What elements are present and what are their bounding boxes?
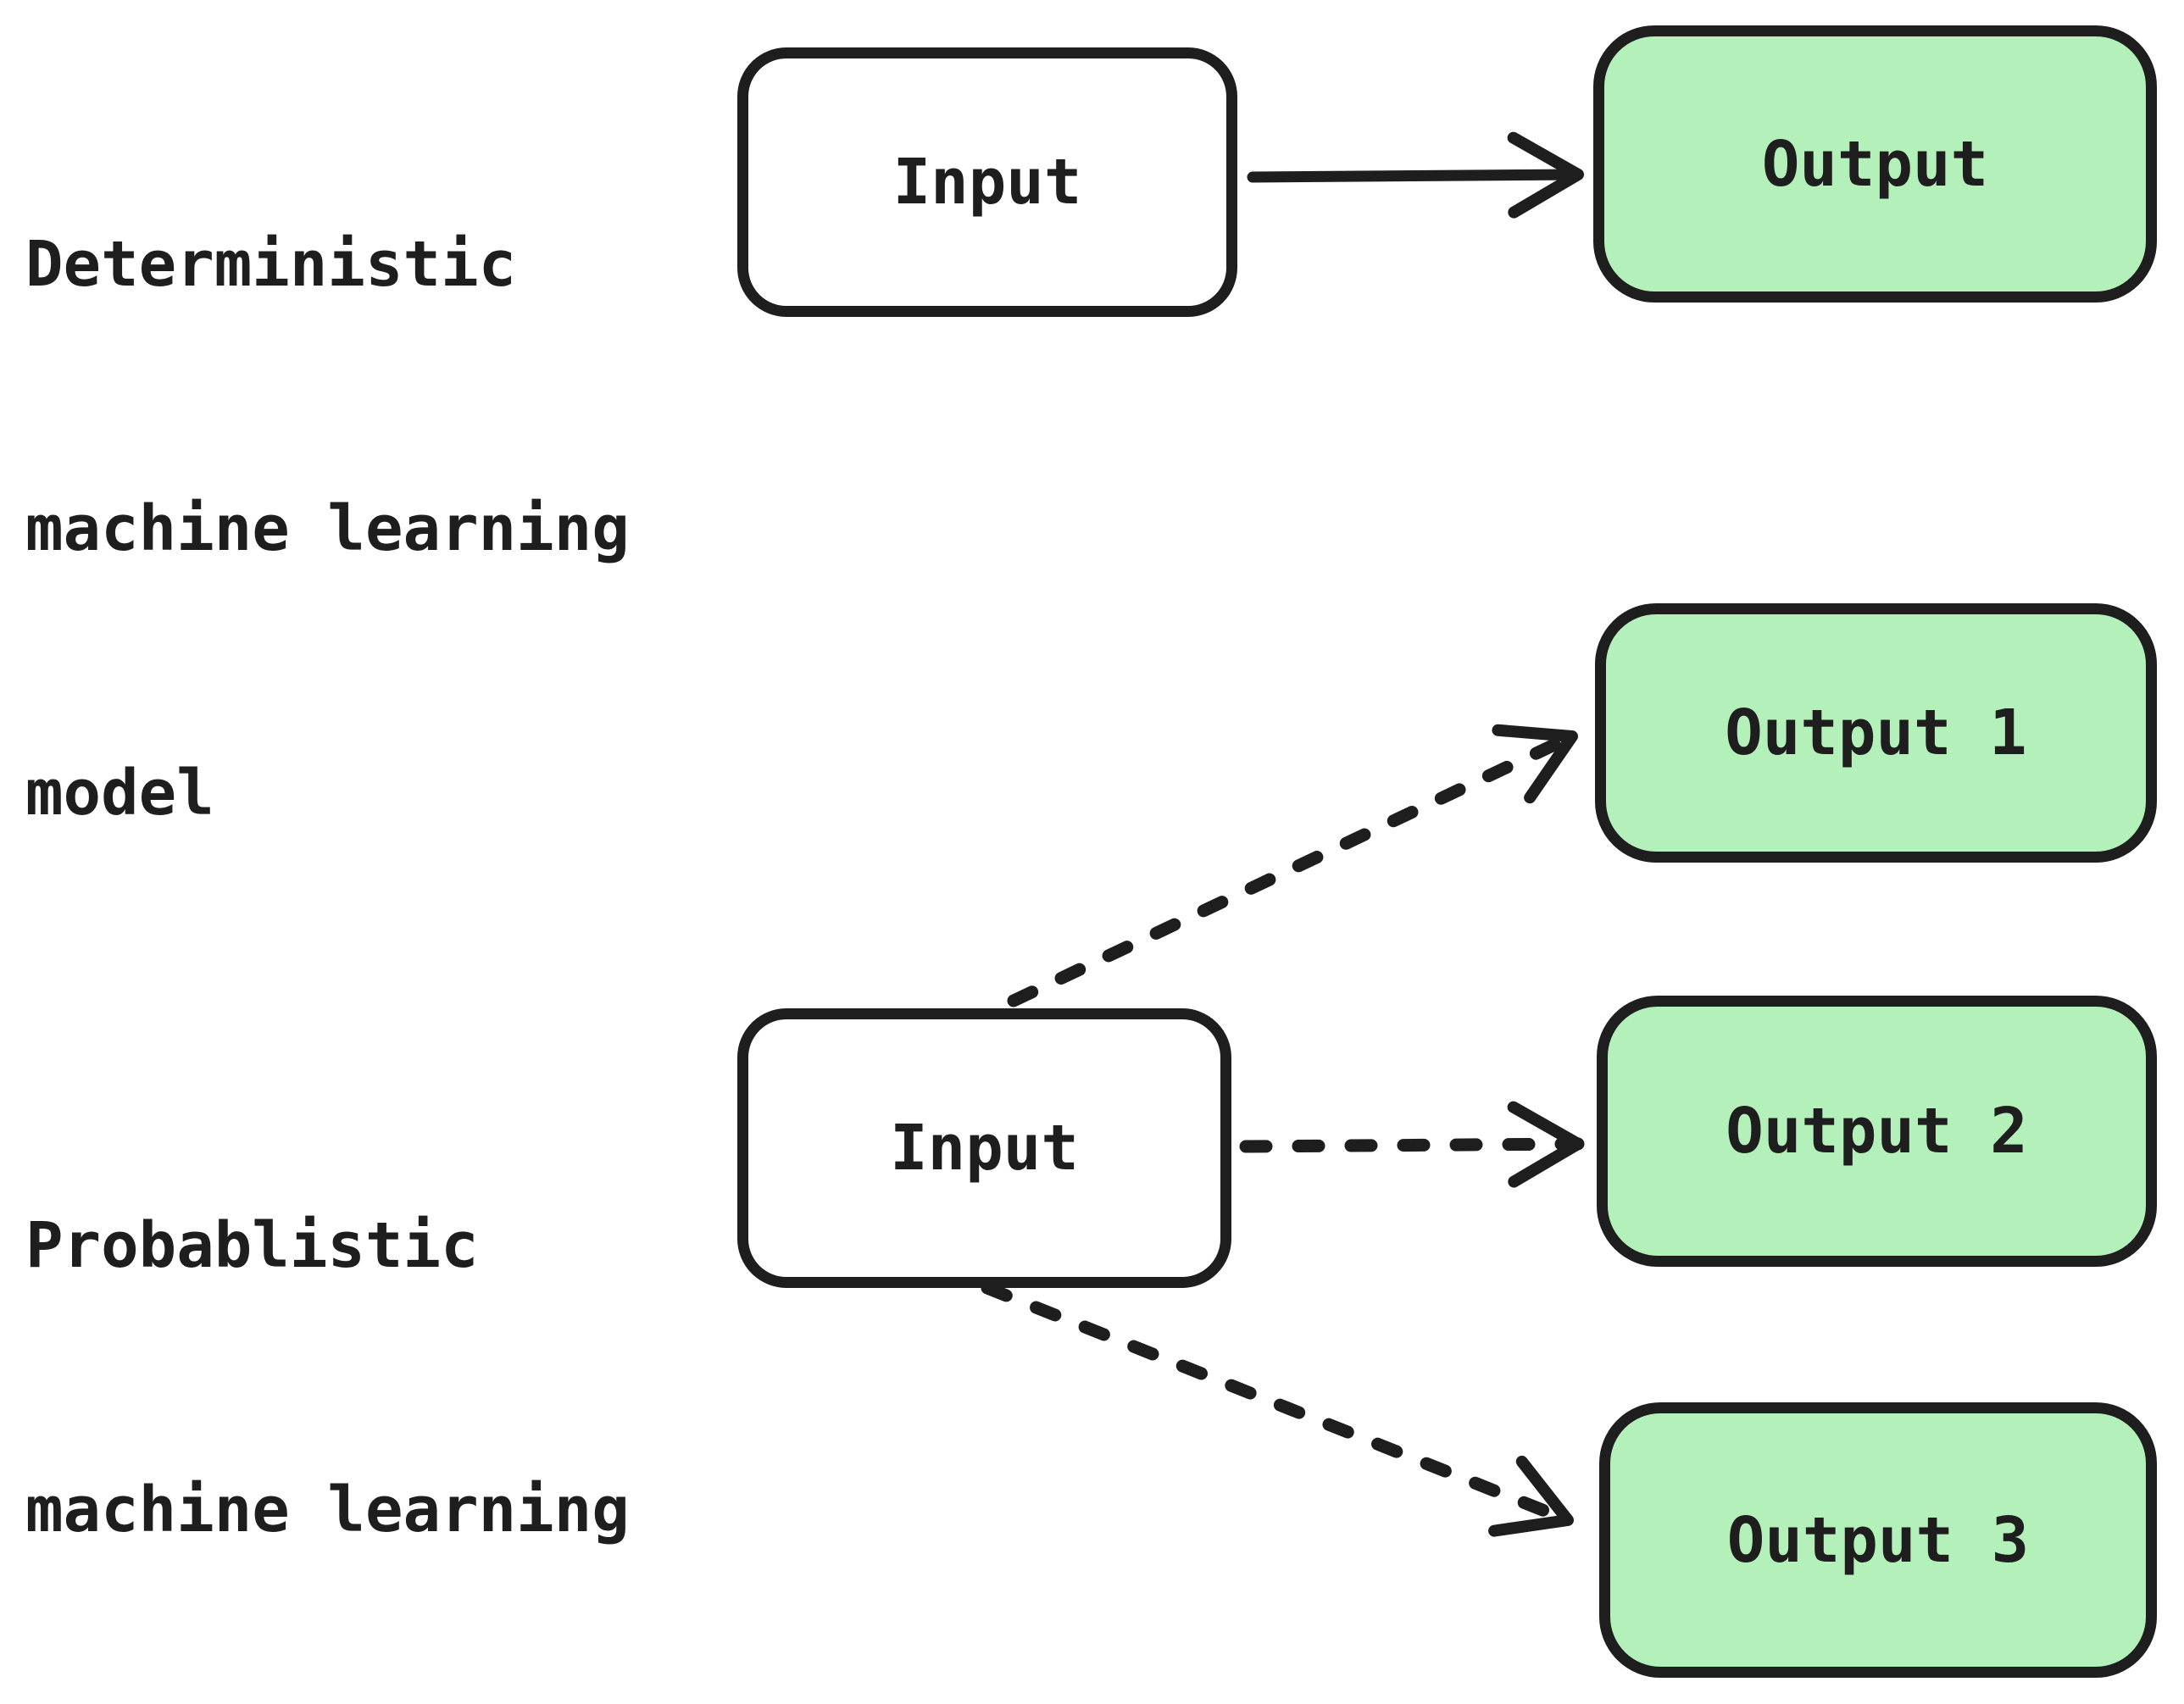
deterministic-label-line-2: machine learning xyxy=(25,492,630,565)
arrow-dashed-input-to-output-3 xyxy=(981,1281,1575,1537)
probabilistic-output-2-label: Output 2 xyxy=(1726,1095,2028,1168)
deterministic-input-box: Input xyxy=(737,47,1237,317)
probabilistic-output-box-3: Output 3 xyxy=(1599,1402,2157,1678)
probabilistic-label-line-1: Probablistic xyxy=(25,1209,479,1282)
probabilistic-output-box-2: Output 2 xyxy=(1597,996,2157,1267)
deterministic-section-label: Deterministic machine learning model xyxy=(25,44,630,1013)
probabilistic-input-box: Input xyxy=(737,1008,1231,1288)
arrow-dashed-input-to-output-1 xyxy=(1007,724,1579,1007)
probabilistic-output-3-label: Output 3 xyxy=(1726,1503,2030,1577)
deterministic-label-line-3: model xyxy=(25,757,214,830)
arrow-solid-input-to-output xyxy=(1247,131,1584,219)
deterministic-input-label: Input xyxy=(892,146,1082,219)
deterministic-output-label: Output xyxy=(1761,127,1989,201)
probabilistic-output-1-label: Output 1 xyxy=(1725,697,2027,769)
probabilistic-output-box-1: Output 1 xyxy=(1595,603,2157,863)
arrow-dashed-input-to-output-2 xyxy=(1239,1101,1585,1188)
deterministic-label-line-1: Deterministic xyxy=(25,228,517,301)
probabilistic-input-label: Input xyxy=(890,1112,1079,1185)
probabilistic-label-line-2: machine learning xyxy=(25,1474,630,1546)
probabilistic-section-label: Probablistic machine learning model (LLM… xyxy=(25,1025,630,1704)
deterministic-output-box: Output xyxy=(1593,25,2157,303)
